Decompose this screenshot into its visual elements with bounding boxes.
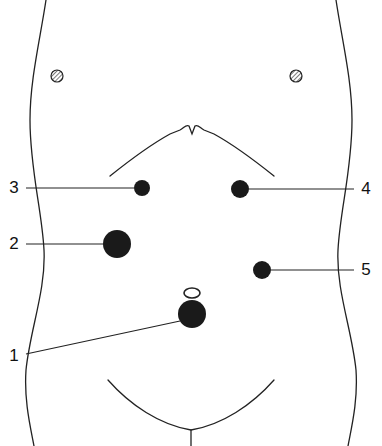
leader-line — [26, 187, 134, 188]
umbilicus — [184, 288, 200, 298]
costal-margin — [110, 125, 274, 176]
leader-line — [271, 269, 354, 270]
callout-number: 3 — [8, 178, 20, 198]
groin-line — [108, 380, 274, 430]
callout-number: 1 — [8, 346, 20, 366]
port-site — [103, 230, 131, 258]
nipple — [290, 70, 302, 82]
port-site — [253, 261, 271, 279]
port-site — [231, 180, 249, 198]
torso-outline — [26, 0, 46, 446]
leader-line — [26, 243, 103, 244]
port-site — [134, 180, 150, 196]
midline — [190, 430, 191, 446]
torso-outline — [336, 0, 356, 446]
port-site — [178, 300, 206, 328]
callout-number: 2 — [8, 234, 20, 254]
leader-line — [26, 321, 180, 354]
callout-number: 4 — [360, 179, 372, 199]
nipple — [51, 70, 63, 82]
leader-line — [249, 188, 354, 189]
callout-number: 5 — [360, 260, 372, 280]
